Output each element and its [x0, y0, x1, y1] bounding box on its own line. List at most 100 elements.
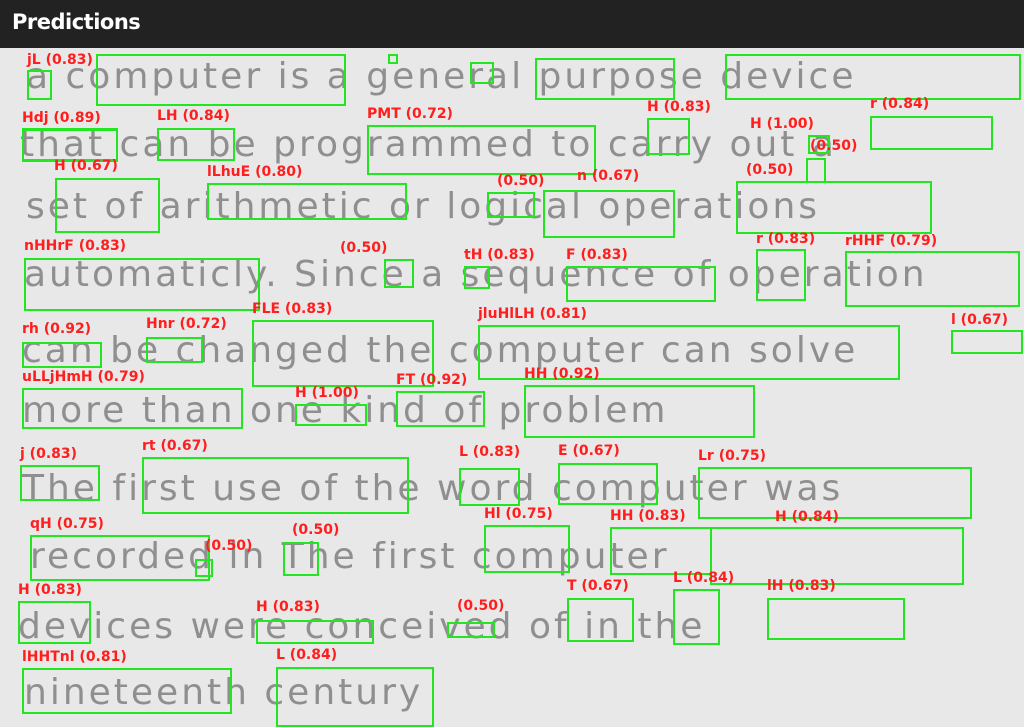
detection-box	[22, 128, 118, 161]
detection-box	[447, 622, 495, 638]
handwriting-line: nineteenth century	[24, 672, 424, 713]
detection-label: PMT (0.72)	[367, 106, 453, 122]
detection-box	[55, 178, 160, 233]
detection-box	[647, 118, 690, 155]
detection-box	[725, 54, 1021, 100]
detection-box	[736, 181, 932, 234]
detection-box	[535, 58, 675, 100]
handwriting-line: can be changed the computer can solve	[22, 330, 859, 371]
detection-label: Lr (0.75)	[698, 448, 767, 464]
detection-label: jL (0.83)	[27, 52, 93, 68]
detection-label: jluHlLH (0.81)	[478, 306, 587, 322]
detection-label: rt (0.67)	[142, 438, 208, 454]
detection-label: (0.50)	[292, 522, 340, 538]
detection-label: (0.50)	[746, 162, 794, 178]
detection-box	[30, 535, 210, 581]
detection-box	[27, 70, 52, 100]
detection-label: L (0.83)	[459, 444, 521, 460]
handwriting-line: set of arithmetic or logical operations	[26, 186, 821, 227]
detection-box	[845, 251, 1020, 307]
detection-box	[610, 527, 712, 575]
detection-box	[470, 62, 494, 84]
detection-box	[207, 183, 407, 220]
detection-box	[870, 116, 993, 150]
detection-label: qH (0.75)	[30, 516, 104, 532]
detection-box	[524, 385, 755, 438]
detection-box	[767, 598, 905, 640]
detection-box	[567, 598, 634, 642]
detection-label: n (0.67)	[577, 168, 640, 184]
detection-box	[18, 601, 91, 644]
handwriting-line: a computer is a general purpose device	[26, 56, 857, 97]
detection-box	[22, 388, 243, 429]
detection-box	[252, 320, 434, 387]
page-title: Predictions	[12, 10, 141, 34]
detection-box	[951, 330, 1023, 354]
detection-box	[459, 468, 520, 506]
detection-label: (0.50)	[205, 538, 253, 554]
detection-box	[22, 342, 102, 368]
detection-box	[464, 266, 490, 289]
detection-label: (0.50)	[340, 240, 388, 256]
detection-label: L (0.84)	[673, 570, 735, 586]
detection-label: j (0.83)	[20, 446, 78, 462]
detection-label: H (0.83)	[18, 582, 82, 598]
detection-label: T (0.67)	[567, 578, 629, 594]
detection-label: FLE (0.83)	[252, 301, 333, 317]
detection-label: L (0.84)	[276, 647, 338, 663]
detection-box	[558, 463, 658, 505]
detection-box	[388, 54, 398, 64]
detection-box	[20, 465, 100, 501]
detection-box	[487, 192, 535, 218]
detection-label: tH (0.83)	[464, 247, 535, 263]
detection-label: H (0.84)	[775, 509, 839, 525]
detection-label: Hdj (0.89)	[22, 110, 101, 126]
detection-label: H (1.00)	[295, 385, 359, 401]
detection-box	[367, 125, 596, 175]
detection-label: rh (0.92)	[22, 321, 92, 337]
detection-label: F (0.83)	[566, 247, 628, 263]
detection-label: H (0.67)	[54, 158, 118, 174]
detection-label: LH (0.84)	[157, 108, 230, 124]
detection-box	[276, 667, 434, 727]
handwriting-line: that can be programmed to carry out a	[20, 124, 837, 165]
detection-box	[283, 542, 319, 576]
title-bar: Predictions	[0, 0, 1024, 48]
detection-box	[806, 158, 826, 183]
detection-box	[96, 54, 346, 106]
detection-label: lHHTnl (0.81)	[22, 649, 127, 665]
detection-label: uLLjHmH (0.79)	[22, 369, 145, 385]
detection-label: Hnr (0.72)	[146, 316, 227, 332]
detection-label: (0.50)	[810, 138, 858, 154]
detection-box	[808, 135, 830, 154]
detection-box	[142, 457, 409, 514]
detection-box	[396, 391, 485, 427]
handwriting-line: recorded in The first computer	[30, 536, 670, 577]
detection-label: H (0.83)	[256, 599, 320, 615]
detection-box	[195, 559, 213, 577]
detection-label: rHHF (0.79)	[845, 233, 938, 249]
detection-box	[24, 258, 260, 311]
detection-box	[384, 259, 414, 288]
detection-box	[756, 249, 806, 301]
detection-box	[484, 525, 570, 573]
detection-box	[543, 190, 675, 238]
detection-box	[256, 620, 374, 644]
detection-box	[478, 325, 900, 380]
detection-label: lH (0.83)	[767, 578, 836, 594]
detection-label: l (0.67)	[951, 312, 1009, 328]
detection-box	[698, 467, 972, 519]
detection-label: E (0.67)	[558, 443, 620, 459]
detection-label: H (0.83)	[647, 99, 711, 115]
detection-box	[157, 128, 235, 161]
detection-label: HH (0.83)	[610, 508, 686, 524]
detection-box	[710, 527, 964, 585]
detection-label: (0.50)	[457, 598, 505, 614]
detection-label: (0.50)	[497, 173, 545, 189]
detection-label: FT (0.92)	[396, 372, 468, 388]
handwriting-line: The first use of the word computer was	[22, 468, 844, 509]
detection-label: r (0.83)	[756, 231, 816, 247]
detection-box	[146, 337, 203, 363]
